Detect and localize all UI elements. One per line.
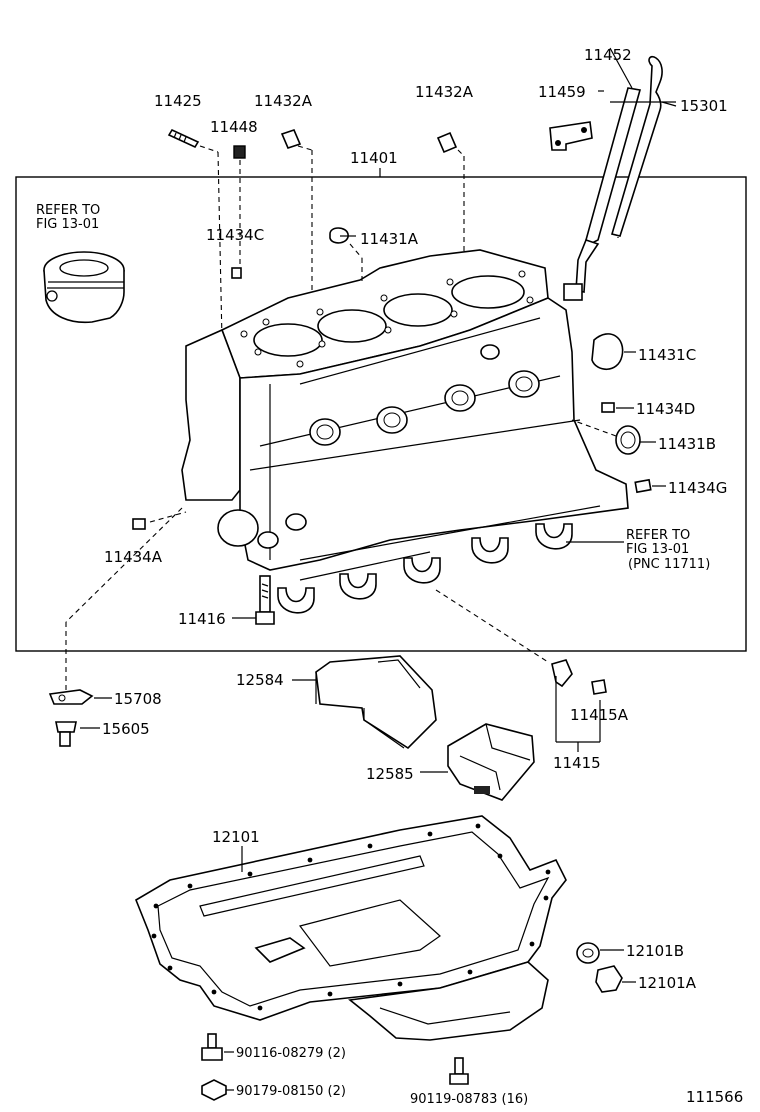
drain-plug-12101A [595,965,636,993]
label-11434D: 11434D [636,400,695,418]
label-nut-90179: 90179-08150 (2) [236,1084,346,1099]
dowel-11434D [601,402,615,413]
bolt-15605 [55,721,100,747]
stud-11425 [167,128,223,341]
label-11432A-right: 11432A [415,83,474,101]
bolt-11415A [591,679,607,742]
label-15605: 15605 [102,720,150,738]
label-11425: 11425 [154,92,202,110]
dipstick-15301 [610,55,677,237]
plug-11432A-right [436,131,465,262]
block-group-frame [15,176,747,652]
label-12101: 12101 [212,828,260,846]
cylinder-block-11401 [181,249,629,581]
label-11415: 11415 [553,754,601,772]
cap-11431B [615,425,641,455]
cap-11431C [591,333,624,371]
dowel-11448 [233,145,246,265]
oil-pan-12101 [135,815,567,1041]
label-11416: 11416 [178,610,226,628]
bolt-90116-08279 [201,1033,234,1061]
gasket-12101B [576,942,624,964]
piston-refer [43,251,125,324]
label-12585: 12585 [366,765,414,783]
plug-11432A-left [280,129,313,300]
label-11431A: 11431A [360,230,419,248]
dowel-11434C [231,267,242,279]
baffle-12584 [292,655,437,750]
label-11431B: 11431B [658,435,716,453]
cap-11431A [329,227,349,244]
baffle-12585 [420,723,535,801]
label-12101A: 12101A [638,974,697,992]
label-11432A-left: 11432A [254,92,313,110]
label-refer2-line3: (PNC 11711) [628,557,710,572]
label-refer2-line1: REFER TO [626,528,690,543]
label-12584: 12584 [236,671,284,689]
label-11401: 11401 [350,149,398,167]
label-bolt-90119: 90119-08783 (16) [410,1092,528,1107]
sensor-15708 [48,689,112,705]
label-11452: 11452 [584,46,632,64]
union-11415 [551,659,600,743]
dowel-11434G [634,478,652,494]
nut-90179-08150 [201,1079,234,1101]
label-refer1-line2: FIG 13-01 [36,217,99,232]
bolt-90119-08783 [449,1057,469,1085]
dowel-11434A [132,518,146,530]
label-11415A: 11415A [570,706,629,724]
dipstick-guide-11452 [563,47,642,301]
label-15708: 15708 [114,690,162,708]
label-11431C: 11431C [638,346,696,364]
label-11448: 11448 [210,118,258,136]
label-refer2-line2: FIG 13-01 [626,542,689,557]
label-12101B: 12101B [626,942,684,960]
figure-number: 111566 [686,1088,743,1106]
bracket-11459 [549,121,593,151]
label-11434G: 11434G [668,479,727,497]
label-11459: 11459 [538,83,586,101]
label-15301: 15301 [680,97,728,115]
label-11434A: 11434A [104,548,163,566]
main-bearings-refer [277,523,573,614]
bolt-11416 [255,575,275,625]
label-11434C: 11434C [206,226,264,244]
label-refer1-line1: REFER TO [36,203,100,218]
label-bolt-90116: 90116-08279 (2) [236,1046,346,1061]
